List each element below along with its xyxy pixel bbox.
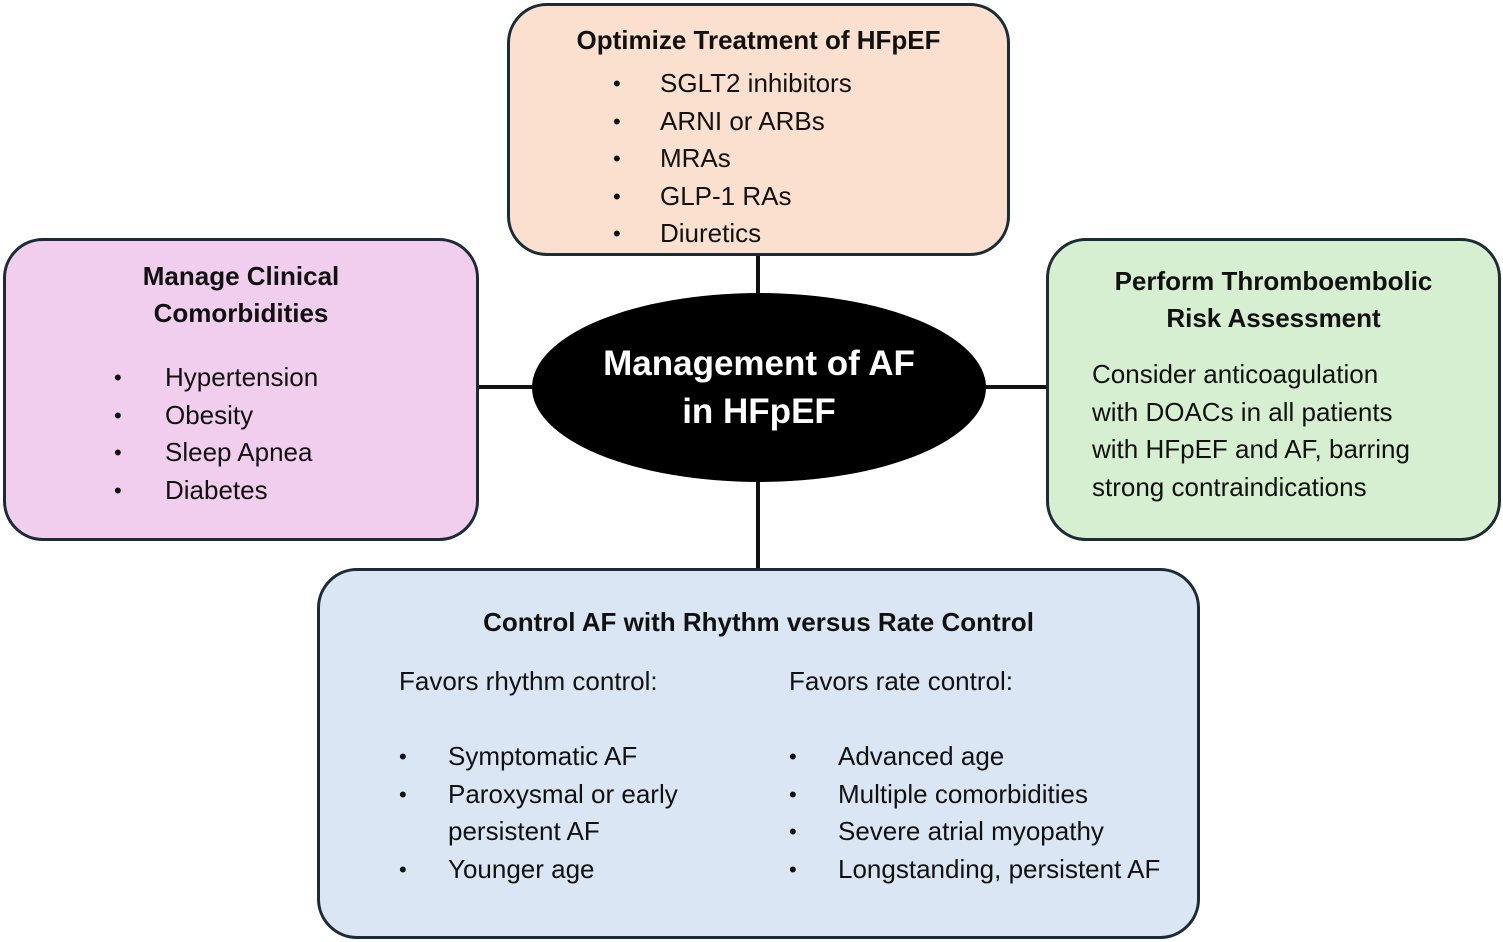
bullet: • bbox=[789, 819, 797, 844]
comorbidities-list: •Hypertension •Obesity •Sleep Apnea •Dia… bbox=[114, 359, 318, 509]
bullet: • bbox=[613, 183, 621, 209]
list-item: •Sleep Apnea bbox=[114, 434, 318, 472]
anticoagulation-text: Consider anticoagulation with DOACs in a… bbox=[1092, 359, 1410, 502]
bullet: • bbox=[613, 71, 621, 96]
rhythm-vs-rate-box: Control AF with Rhythm versus Rate Contr… bbox=[317, 568, 1200, 939]
bullet: • bbox=[114, 365, 122, 390]
center-title: Management of AF in HFpEF bbox=[603, 343, 915, 431]
thromboembolic-risk-box: Perform Thromboembolic Risk Assessment C… bbox=[1046, 238, 1501, 541]
connector-right bbox=[983, 385, 1048, 389]
list-item: •Younger age bbox=[399, 851, 749, 889]
list-item: •Severe atrial myopathy bbox=[789, 813, 1184, 851]
optimize-treatment-box: Optimize Treatment of HFpEF •SGLT2 inhib… bbox=[507, 3, 1010, 256]
bullet: • bbox=[114, 402, 122, 428]
list-item: •Longstanding, persistent AF bbox=[789, 851, 1184, 889]
bullet: • bbox=[789, 744, 797, 769]
rhythm-control-column: Favors rhythm control: •Symptomatic AF •… bbox=[399, 663, 749, 888]
list-item: •Paroxysmal or early persistent AF bbox=[399, 776, 749, 851]
connector-top bbox=[756, 254, 760, 296]
center-ellipse: Management of AF in HFpEF bbox=[532, 293, 986, 482]
list-item: •Multiple comorbidities bbox=[789, 776, 1184, 814]
list-item: •Diabetes bbox=[114, 472, 318, 510]
list-item: •Symptomatic AF bbox=[399, 738, 749, 776]
rate-control-list: •Advanced age •Multiple comorbidities •S… bbox=[789, 738, 1184, 888]
bullet: • bbox=[114, 440, 122, 465]
manage-comorbidities-box: Manage Clinical Comorbidities •Hypertens… bbox=[3, 238, 479, 541]
bullet: • bbox=[789, 781, 797, 807]
list-item: •GLP-1 RAs bbox=[613, 178, 852, 216]
list-item: •Advanced age bbox=[789, 738, 1184, 776]
connector-bottom bbox=[756, 479, 760, 570]
bullet: • bbox=[399, 781, 407, 807]
list-item: •ARNI or ARBs bbox=[613, 103, 852, 141]
bullet: • bbox=[613, 108, 621, 134]
list-item: •Hypertension bbox=[114, 359, 318, 397]
bullet: • bbox=[114, 477, 122, 503]
rhythm-control-heading: Favors rhythm control: bbox=[399, 666, 658, 696]
list-item: •SGLT2 inhibitors bbox=[613, 65, 852, 103]
bullet: • bbox=[399, 856, 407, 882]
connector-left bbox=[477, 385, 535, 389]
bullet: • bbox=[789, 856, 797, 882]
bullet: • bbox=[613, 146, 621, 171]
list-item: •MRAs bbox=[613, 140, 852, 178]
bullet: • bbox=[613, 221, 621, 246]
rate-control-column: Favors rate control: •Advanced age •Mult… bbox=[789, 663, 1184, 888]
rate-control-heading: Favors rate control: bbox=[789, 666, 1013, 696]
optimize-treatment-list: •SGLT2 inhibitors •ARNI or ARBs •MRAs •G… bbox=[613, 65, 852, 253]
bullet: • bbox=[399, 744, 407, 769]
optimize-treatment-title: Optimize Treatment of HFpEF bbox=[576, 25, 941, 55]
list-item: •Diuretics bbox=[613, 215, 852, 253]
thromboembolic-risk-title: Perform Thromboembolic Risk Assessment bbox=[1114, 266, 1433, 333]
list-item: •Obesity bbox=[114, 397, 318, 435]
manage-comorbidities-title: Manage Clinical Comorbidities bbox=[142, 261, 340, 328]
rhythm-control-list: •Symptomatic AF •Paroxysmal or early per… bbox=[399, 738, 749, 888]
rhythm-vs-rate-title: Control AF with Rhythm versus Rate Contr… bbox=[483, 607, 1034, 637]
